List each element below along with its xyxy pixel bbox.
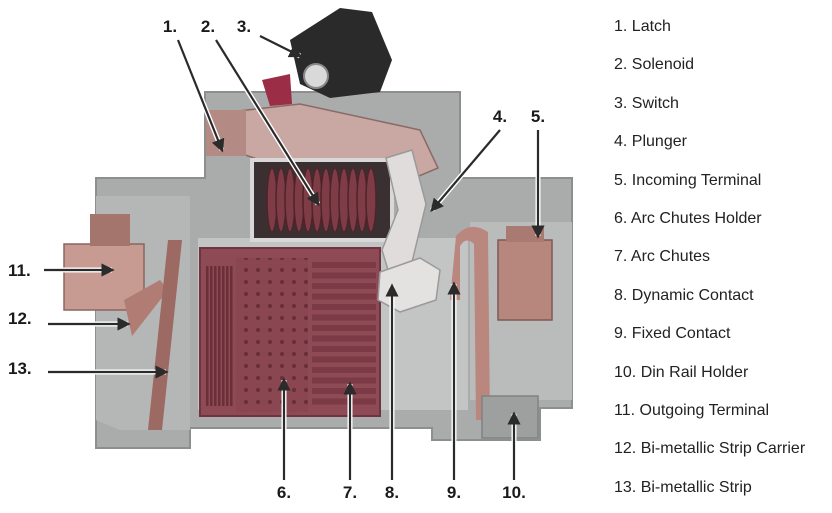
switch-handle xyxy=(290,8,392,98)
legend-item: 10. Din Rail Holder xyxy=(614,363,749,381)
arc-chute-plate xyxy=(210,266,213,406)
arc-chutes-holder xyxy=(199,247,381,417)
legend-item: 7. Arc Chutes xyxy=(614,248,711,266)
arc-chute-plate xyxy=(218,266,221,406)
legend-item: 13. Bi-metallic Strip xyxy=(614,478,752,496)
callout-number: 5. xyxy=(531,107,545,126)
arc-chute-plate xyxy=(312,346,376,352)
callout-number: 2. xyxy=(201,17,215,36)
component-legend: 1. Latch 2. Solenoid 3. Switch 4. Plunger 5.… xyxy=(614,14,830,513)
callout-arrow xyxy=(259,35,303,58)
outgoing-terminal-screw xyxy=(90,214,130,246)
arc-chute-plate xyxy=(312,367,376,373)
arc-chute-plate xyxy=(214,266,217,406)
arc-chute-plate xyxy=(312,262,376,268)
callout-number: 6. xyxy=(277,483,291,502)
arc-chute-plate xyxy=(312,272,376,279)
arc-chute-plate xyxy=(312,293,376,300)
callout-number: 8. xyxy=(385,483,399,502)
arc-chute-plate xyxy=(206,266,209,406)
legend-item: 1. Latch xyxy=(614,18,671,35)
legend-item: 8. Dynamic Contact xyxy=(614,286,754,304)
bi-metallic-strip xyxy=(148,240,182,430)
arc-chute-plate xyxy=(312,398,376,405)
callout-number: 11. xyxy=(8,261,31,280)
arc-chute-plate xyxy=(230,266,233,406)
callout-number: 1. xyxy=(163,17,177,36)
callout-number: 3. xyxy=(237,17,251,36)
incoming-terminal xyxy=(497,226,553,321)
legend-item: 5. Incoming Terminal xyxy=(614,171,762,189)
fixed-contact xyxy=(450,226,490,420)
incoming-terminal-body xyxy=(497,239,553,321)
coil-turn xyxy=(365,167,377,233)
arc-chute-plate xyxy=(312,356,376,363)
latch-block xyxy=(206,110,246,156)
legend-item: 2. Solenoid xyxy=(614,56,695,74)
arc-chute-plate xyxy=(312,283,376,289)
arc-chute-plate xyxy=(222,266,225,406)
switch-pivot xyxy=(303,63,329,89)
legend-item: 12. Bi-metallic Strip Carrier xyxy=(614,440,806,458)
arc-chute-plate xyxy=(312,314,376,321)
arc-chute-plate xyxy=(312,377,376,384)
callout-arrow xyxy=(430,129,501,213)
bi-metallic-strip-carrier xyxy=(124,280,168,336)
arc-chute-plate xyxy=(312,325,376,331)
callout-arrow xyxy=(215,39,320,207)
callout-arrow xyxy=(176,39,225,153)
switch-lever xyxy=(262,8,392,106)
callout-number: 10. xyxy=(502,483,526,502)
callout-number: 13. xyxy=(8,359,32,378)
callout-numbers: 1. 2. 3. 4. 5. 6. 7. 8. 9. 10. 11. 12. 13. xyxy=(8,17,545,502)
arc-chute-plate xyxy=(226,266,229,406)
arc-chute-plate xyxy=(312,388,376,394)
legend-item: 6. Arc Chutes Holder xyxy=(614,209,762,227)
callout-number: 9. xyxy=(447,483,461,502)
legend-item: 4. Plunger xyxy=(614,133,687,151)
callout-number: 12. xyxy=(8,309,32,328)
legend-item: 9. Fixed Contact xyxy=(614,325,731,343)
callout-number: 7. xyxy=(343,483,357,502)
arc-chute-plate xyxy=(312,304,376,310)
callout-arrows xyxy=(44,33,545,480)
solenoid xyxy=(250,158,394,242)
arc-chute-holder-face xyxy=(236,258,308,412)
legend-item: 11. Outgoing Terminal xyxy=(614,401,770,419)
legend-item: 3. Switch xyxy=(614,94,679,112)
callout-number: 4. xyxy=(493,107,507,126)
din-rail-holder xyxy=(481,395,539,439)
arc-chute-plate xyxy=(312,335,376,342)
switch-red-tab xyxy=(262,74,292,106)
